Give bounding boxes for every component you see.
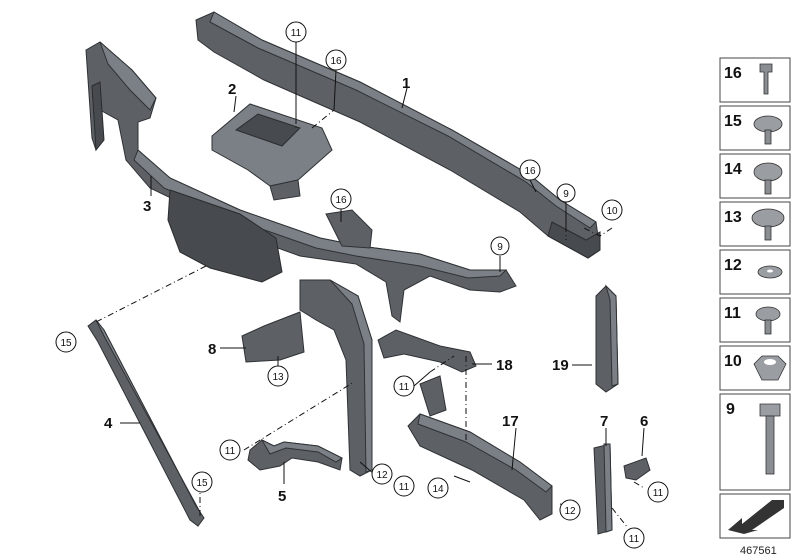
svg-text:11: 11 xyxy=(629,534,640,545)
fastener-legend: 16 15 14 13 12 xyxy=(719,57,791,539)
part-19-bracket xyxy=(595,284,619,393)
svg-text:12: 12 xyxy=(724,257,742,274)
callout-15: 15 xyxy=(191,471,213,493)
svg-text:12: 12 xyxy=(376,470,388,481)
callout-10: 10 xyxy=(601,199,623,221)
label-6: 6 xyxy=(640,413,648,430)
circled-callouts: 11 16 16 9 10 16 9 15 13 11 11 12 11 14 … xyxy=(55,21,669,549)
callout-11: 11 xyxy=(623,527,645,549)
label-7: 7 xyxy=(600,413,608,430)
svg-text:9: 9 xyxy=(726,401,735,418)
svg-text:9: 9 xyxy=(563,189,569,200)
part-18-bracket xyxy=(377,329,477,373)
callout-14: 14 xyxy=(427,477,449,499)
svg-text:13: 13 xyxy=(272,372,284,383)
part-17-lower-beam xyxy=(407,375,553,521)
part-7-bracket xyxy=(593,443,613,535)
arrow-icon xyxy=(728,500,784,534)
legend-item-11: 11 xyxy=(719,297,791,343)
callout-16: 16 xyxy=(325,49,347,71)
callout-11: 11 xyxy=(647,481,669,503)
callout-12: 12 xyxy=(559,499,581,521)
svg-text:15: 15 xyxy=(724,113,742,130)
svg-text:11: 11 xyxy=(225,446,236,457)
svg-text:13: 13 xyxy=(724,209,742,226)
label-2: 2 xyxy=(228,81,236,98)
part-5-lower-bracket xyxy=(247,438,343,471)
flange-screw-icon xyxy=(755,306,781,322)
callout-11: 11 xyxy=(219,439,241,461)
legend-item-15: 15 xyxy=(719,105,791,151)
part-8-pillar xyxy=(241,279,373,477)
washer-screw-icon xyxy=(751,208,785,228)
assembly-lines xyxy=(95,109,645,529)
svg-text:16: 16 xyxy=(335,195,347,206)
label-8: 8 xyxy=(208,341,216,358)
label-18: 18 xyxy=(496,357,513,374)
callout-9: 9 xyxy=(556,183,576,203)
svg-text:10: 10 xyxy=(606,206,618,217)
plain-labels: 1 2 3 4 5 6 7 8 17 18 19 xyxy=(104,75,648,505)
part-2-bracket xyxy=(211,103,333,201)
legend-item-16: 16 xyxy=(719,57,791,103)
callout-15: 15 xyxy=(55,331,77,353)
callout-11: 11 xyxy=(393,375,415,397)
label-1: 1 xyxy=(402,75,410,92)
label-4: 4 xyxy=(104,415,113,432)
svg-text:11: 11 xyxy=(653,488,664,499)
callout-16: 16 xyxy=(330,188,352,210)
washer-screw-icon xyxy=(753,162,783,182)
callout-11: 11 xyxy=(393,475,415,497)
legend-item-12: 12 xyxy=(719,249,791,295)
svg-text:14: 14 xyxy=(432,484,444,495)
svg-text:11: 11 xyxy=(399,382,410,393)
callout-11: 11 xyxy=(285,21,307,43)
callout-12: 12 xyxy=(371,463,393,485)
part-1-upper-crossmember xyxy=(195,11,601,259)
svg-text:11: 11 xyxy=(724,305,741,322)
hex-bolt-icon xyxy=(759,403,781,417)
svg-text:9: 9 xyxy=(497,242,503,253)
svg-text:14: 14 xyxy=(724,161,742,178)
svg-text:16: 16 xyxy=(724,65,742,82)
hex-nut-icon xyxy=(753,355,787,381)
legend-item-9: 9 xyxy=(719,393,791,491)
svg-text:10: 10 xyxy=(724,353,742,370)
part-3-front-frame xyxy=(85,41,517,323)
label-3: 3 xyxy=(143,198,151,215)
callout-9: 9 xyxy=(490,236,510,256)
document-id: 467561 xyxy=(740,545,777,557)
label-5: 5 xyxy=(278,488,286,505)
label-19: 19 xyxy=(552,357,569,374)
callout-13: 13 xyxy=(267,365,289,387)
legend-item-14: 14 xyxy=(719,153,791,199)
svg-text:11: 11 xyxy=(291,28,302,39)
svg-text:16: 16 xyxy=(330,56,342,67)
svg-text:11: 11 xyxy=(399,482,410,493)
svg-text:16: 16 xyxy=(524,166,536,177)
legend-item-13: 13 xyxy=(719,201,791,247)
svg-text:12: 12 xyxy=(564,506,576,517)
label-17: 17 xyxy=(502,413,519,430)
part-4-strut xyxy=(87,319,205,527)
svg-text:15: 15 xyxy=(60,338,72,349)
part-6-clip xyxy=(623,457,651,481)
bolt-icon xyxy=(759,63,773,95)
leader-lines xyxy=(120,42,645,509)
callout-16: 16 xyxy=(519,159,541,181)
svg-text:15: 15 xyxy=(196,478,208,489)
legend-arrow-box xyxy=(719,493,791,539)
legend-item-10: 10 xyxy=(719,345,791,391)
